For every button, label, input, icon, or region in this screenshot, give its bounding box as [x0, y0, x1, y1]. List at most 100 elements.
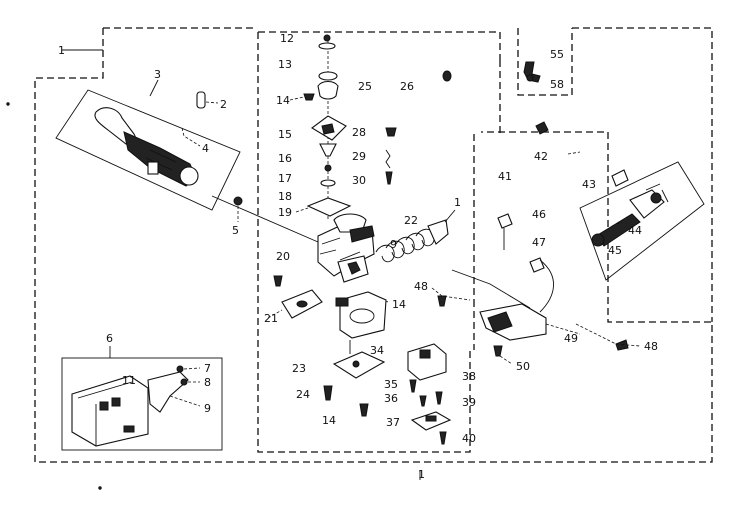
connector-line-handle-to-valve	[211, 195, 319, 243]
part-48b-leader	[575, 323, 641, 347]
callout-14-lower: 14	[322, 414, 336, 427]
part-17-ball	[324, 164, 332, 172]
callout-29: 29	[352, 150, 366, 163]
part-25-spring	[317, 80, 339, 100]
part-15-center	[321, 123, 335, 135]
part-19-leader	[295, 207, 309, 213]
part-23-hole	[352, 360, 360, 368]
callout-19: 19	[278, 206, 292, 219]
part-58-nut	[526, 74, 534, 82]
part-4-leader	[181, 127, 201, 147]
valve-body-flange	[349, 225, 375, 243]
valve-body-detail	[319, 237, 361, 261]
callout-6: 6	[106, 332, 113, 345]
callout-36: 36	[384, 392, 398, 405]
callout-3-leader	[149, 79, 159, 97]
part-47-clip	[529, 257, 545, 273]
callout-34: 34	[370, 344, 384, 357]
part-35-screw	[409, 379, 417, 393]
callout-22: 22	[404, 214, 418, 227]
part-38-slot	[419, 349, 431, 359]
callout-3: 3	[154, 68, 161, 81]
part-8-screw	[180, 378, 188, 386]
outer-frame	[34, 27, 713, 463]
callout-41: 41	[498, 170, 512, 183]
callout-45: 45	[608, 244, 622, 257]
callout-58: 58	[550, 78, 564, 91]
part-49-leader	[545, 323, 581, 335]
callout-14-upper: 14	[276, 94, 290, 107]
callout-55: 55	[550, 48, 564, 61]
part-40-screw	[439, 431, 447, 445]
part-14-leader	[289, 96, 305, 101]
part-29-spring	[385, 149, 391, 169]
part-7-screw	[176, 365, 184, 373]
callout-13: 13	[278, 58, 292, 71]
part-22-spring	[375, 228, 435, 263]
callout-2-leader	[205, 101, 219, 104]
callout-47: 47	[532, 236, 546, 249]
part-12-disc	[318, 42, 336, 50]
box-part-6	[61, 357, 223, 451]
part-49-burner-tube	[487, 311, 513, 333]
long-connector	[451, 269, 531, 309]
part-28-cap	[385, 127, 397, 137]
part-22-cap	[427, 219, 449, 245]
box-handle-assembly	[55, 89, 241, 211]
callout-48-upper: 48	[414, 280, 428, 293]
part-42-fitting	[535, 121, 549, 135]
part-34-opening	[349, 308, 375, 324]
part-44-fitting	[650, 192, 662, 204]
callout-46: 46	[532, 208, 546, 221]
part-7-9-leaders	[169, 367, 201, 407]
handle-detail	[145, 149, 177, 171]
part-50-leader	[499, 355, 513, 365]
callout-4: 4	[202, 142, 209, 155]
part-18-seal	[320, 179, 336, 187]
callout-5: 5	[232, 224, 239, 237]
callout-30: 30	[352, 174, 366, 187]
part-50-screw	[493, 345, 503, 357]
part-37-mark	[425, 415, 437, 422]
callout-21: 21	[264, 312, 278, 325]
callout-11: 11	[122, 374, 136, 387]
part-48a-leader	[431, 287, 471, 301]
part-21-leader	[267, 309, 283, 319]
callout-26: 26	[400, 80, 414, 93]
part-14-screw	[303, 93, 315, 101]
box-right-assembly	[579, 161, 705, 281]
part-11-slot-c	[123, 425, 135, 433]
handle-knob	[179, 166, 199, 186]
part-11-slot-b	[111, 397, 121, 407]
callout-15: 15	[278, 128, 292, 141]
pilot-tube	[539, 259, 554, 313]
part-24-screw	[323, 385, 333, 401]
handle-tab	[147, 161, 159, 175]
callout-40: 40	[462, 432, 476, 445]
speck-bottom	[98, 486, 102, 490]
part-12-cap	[323, 34, 331, 42]
callout-17: 17	[278, 172, 292, 185]
part-45-nut	[591, 233, 605, 247]
part-14c-screw	[359, 403, 369, 417]
part-39-screw	[435, 391, 443, 405]
callout-20: 20	[276, 250, 290, 263]
callout-14-middle: 14	[392, 298, 406, 311]
part-21-hole	[296, 300, 308, 308]
part-20-screw	[273, 275, 283, 287]
callout-48-right: 48	[644, 340, 658, 353]
part-48a-screw	[437, 295, 447, 307]
callout-9-center: 9	[390, 238, 397, 251]
speck-left	[6, 102, 10, 106]
callout-18: 18	[278, 190, 292, 203]
callout-38: 38	[462, 370, 476, 383]
part-1-leader-center	[444, 209, 456, 223]
callout-37: 37	[386, 416, 400, 429]
center-frame	[257, 31, 501, 453]
callout-44: 44	[628, 224, 642, 237]
callout-28: 28	[352, 126, 366, 139]
part-26-knob	[442, 70, 452, 82]
callout-39: 39	[462, 396, 476, 409]
callout-35: 35	[384, 378, 398, 391]
